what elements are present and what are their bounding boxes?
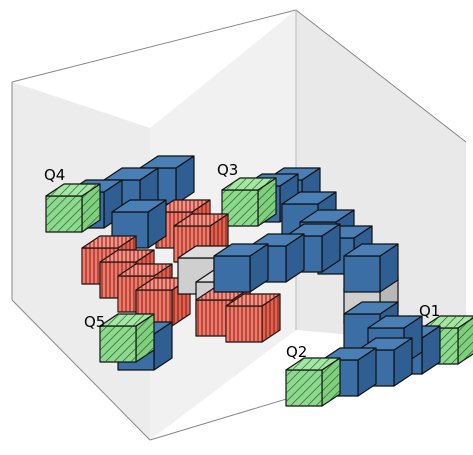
cube-q4-end (45, 183, 101, 233)
cube-top-face-hatch (100, 250, 154, 262)
cube-column (343, 243, 399, 293)
cube-top-face-hatch (222, 178, 276, 190)
cube-top-face (357, 337, 413, 351)
voxel-cubes (45, 155, 473, 407)
cube-q3-end (221, 177, 277, 227)
cube-top-face-hatch (156, 200, 210, 212)
cube-front-face-hatch (222, 190, 258, 226)
cube-top-face (249, 233, 305, 247)
label-q5: Q5 (84, 313, 105, 331)
cube-front-face-hatch (226, 306, 262, 342)
cube-side-face-hatch (262, 294, 280, 342)
cube-side-face-hatch (82, 184, 100, 232)
cube-top-face-hatch (422, 316, 473, 328)
cube-beam (213, 243, 269, 293)
cube-front-face-hatch (100, 326, 136, 362)
label-q4: Q4 (44, 166, 65, 184)
room-edge (11, 9, 297, 83)
cube-top-face (281, 191, 337, 205)
cube-top-face (321, 347, 377, 361)
cube-front-face-hatch (286, 370, 322, 406)
cube-top-face (139, 155, 195, 169)
cube-top-face-hatch (136, 278, 190, 290)
cube-top-face (213, 243, 269, 257)
cube-side-face-hatch (458, 318, 473, 364)
cube-top-face (103, 167, 159, 181)
cube-top-face-hatch (286, 358, 340, 370)
cube-top-face (111, 199, 167, 213)
cube-side-face-hatch (136, 314, 154, 362)
cube-front-face (213, 255, 251, 293)
cube-side-face-hatch (258, 178, 276, 226)
cube-top-face-hatch (226, 294, 280, 306)
cube-top-face (343, 301, 399, 315)
room-edge (11, 299, 151, 441)
cube-q2-end (285, 357, 341, 407)
cube-top-face-hatch (118, 264, 172, 276)
cube-top-face (343, 243, 399, 257)
cube-top-face (299, 209, 355, 223)
cube-top-face-hatch (82, 236, 136, 248)
cube-side-face-hatch (322, 358, 340, 406)
cube-front-face-hatch (46, 196, 82, 232)
cube-top-face-hatch (46, 184, 100, 196)
room-edge (295, 9, 467, 143)
cube-red (225, 293, 281, 343)
cube-top-face-hatch (174, 214, 228, 226)
label-q3: Q3 (217, 161, 238, 179)
cube-q5-end (99, 313, 155, 363)
cube-top-face-hatch (100, 314, 154, 326)
label-q1: Q1 (419, 302, 440, 320)
cube-top-face (367, 315, 423, 329)
cube-beam (249, 233, 305, 283)
cube-front-face (343, 255, 381, 293)
cube-front-face-hatch (196, 300, 232, 336)
label-q2: Q2 (286, 343, 307, 361)
cube-top-face (285, 223, 341, 237)
